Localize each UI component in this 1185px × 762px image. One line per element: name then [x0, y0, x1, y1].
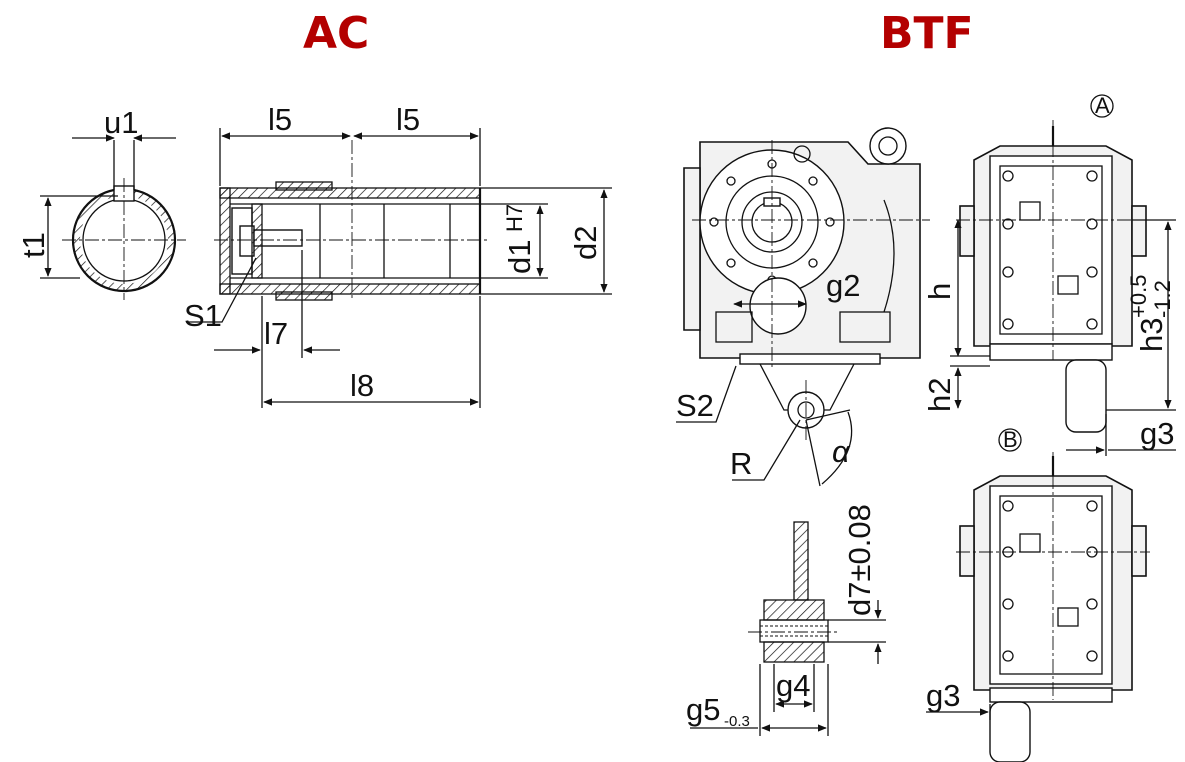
gear-unit-side-view-b [956, 452, 1150, 762]
dim-h3-tolerance-upper: +0.5 [1126, 275, 1151, 318]
label-alpha: α [832, 434, 851, 469]
dim-h: h [922, 283, 957, 300]
dim-g4: g4 [776, 668, 810, 703]
dim-l7: l7 [264, 316, 288, 351]
view-a-marker [1090, 94, 1114, 118]
view-b-marker [998, 428, 1022, 452]
dim-g3-view-a: g3 [1140, 416, 1174, 451]
shaft-longitudinal-section [214, 140, 490, 301]
title-ac: AC [303, 8, 370, 59]
view-b-label: B [1003, 427, 1018, 452]
torque-arm-detail [748, 521, 840, 663]
gear-unit-side-view-a [956, 120, 1176, 433]
dim-l5-right: l5 [396, 102, 420, 137]
shaft-cross-section [40, 134, 186, 300]
dim-d7: d7±0.08 [842, 504, 877, 616]
dim-g3-view-b: g3 [926, 678, 960, 713]
dim-d1: d1 [502, 240, 537, 274]
dim-g5: g5 [686, 692, 720, 727]
dim-u1: u1 [104, 105, 138, 140]
dim-h2: h2 [922, 378, 957, 412]
dim-d1-tolerance: H7 [502, 204, 527, 232]
dim-g2: g2 [826, 268, 860, 303]
dim-h3-tolerance-lower: -1.2 [1150, 280, 1175, 318]
dim-g5-tolerance: -0.3 [724, 713, 750, 730]
label-r: R [730, 446, 752, 481]
dim-h3: h3 [1134, 318, 1169, 352]
dim-l5-left: l5 [268, 102, 292, 137]
dim-d2: d2 [568, 226, 603, 260]
label-s2: S2 [676, 388, 714, 423]
label-s1: S1 [184, 298, 222, 333]
title-btf: BTF [880, 8, 974, 59]
dim-l8: l8 [350, 368, 374, 403]
gear-unit-front-view [683, 127, 930, 440]
dim-t1: t1 [16, 232, 51, 258]
side-a-bolts [1002, 170, 1098, 330]
view-a-label: A [1095, 93, 1110, 118]
